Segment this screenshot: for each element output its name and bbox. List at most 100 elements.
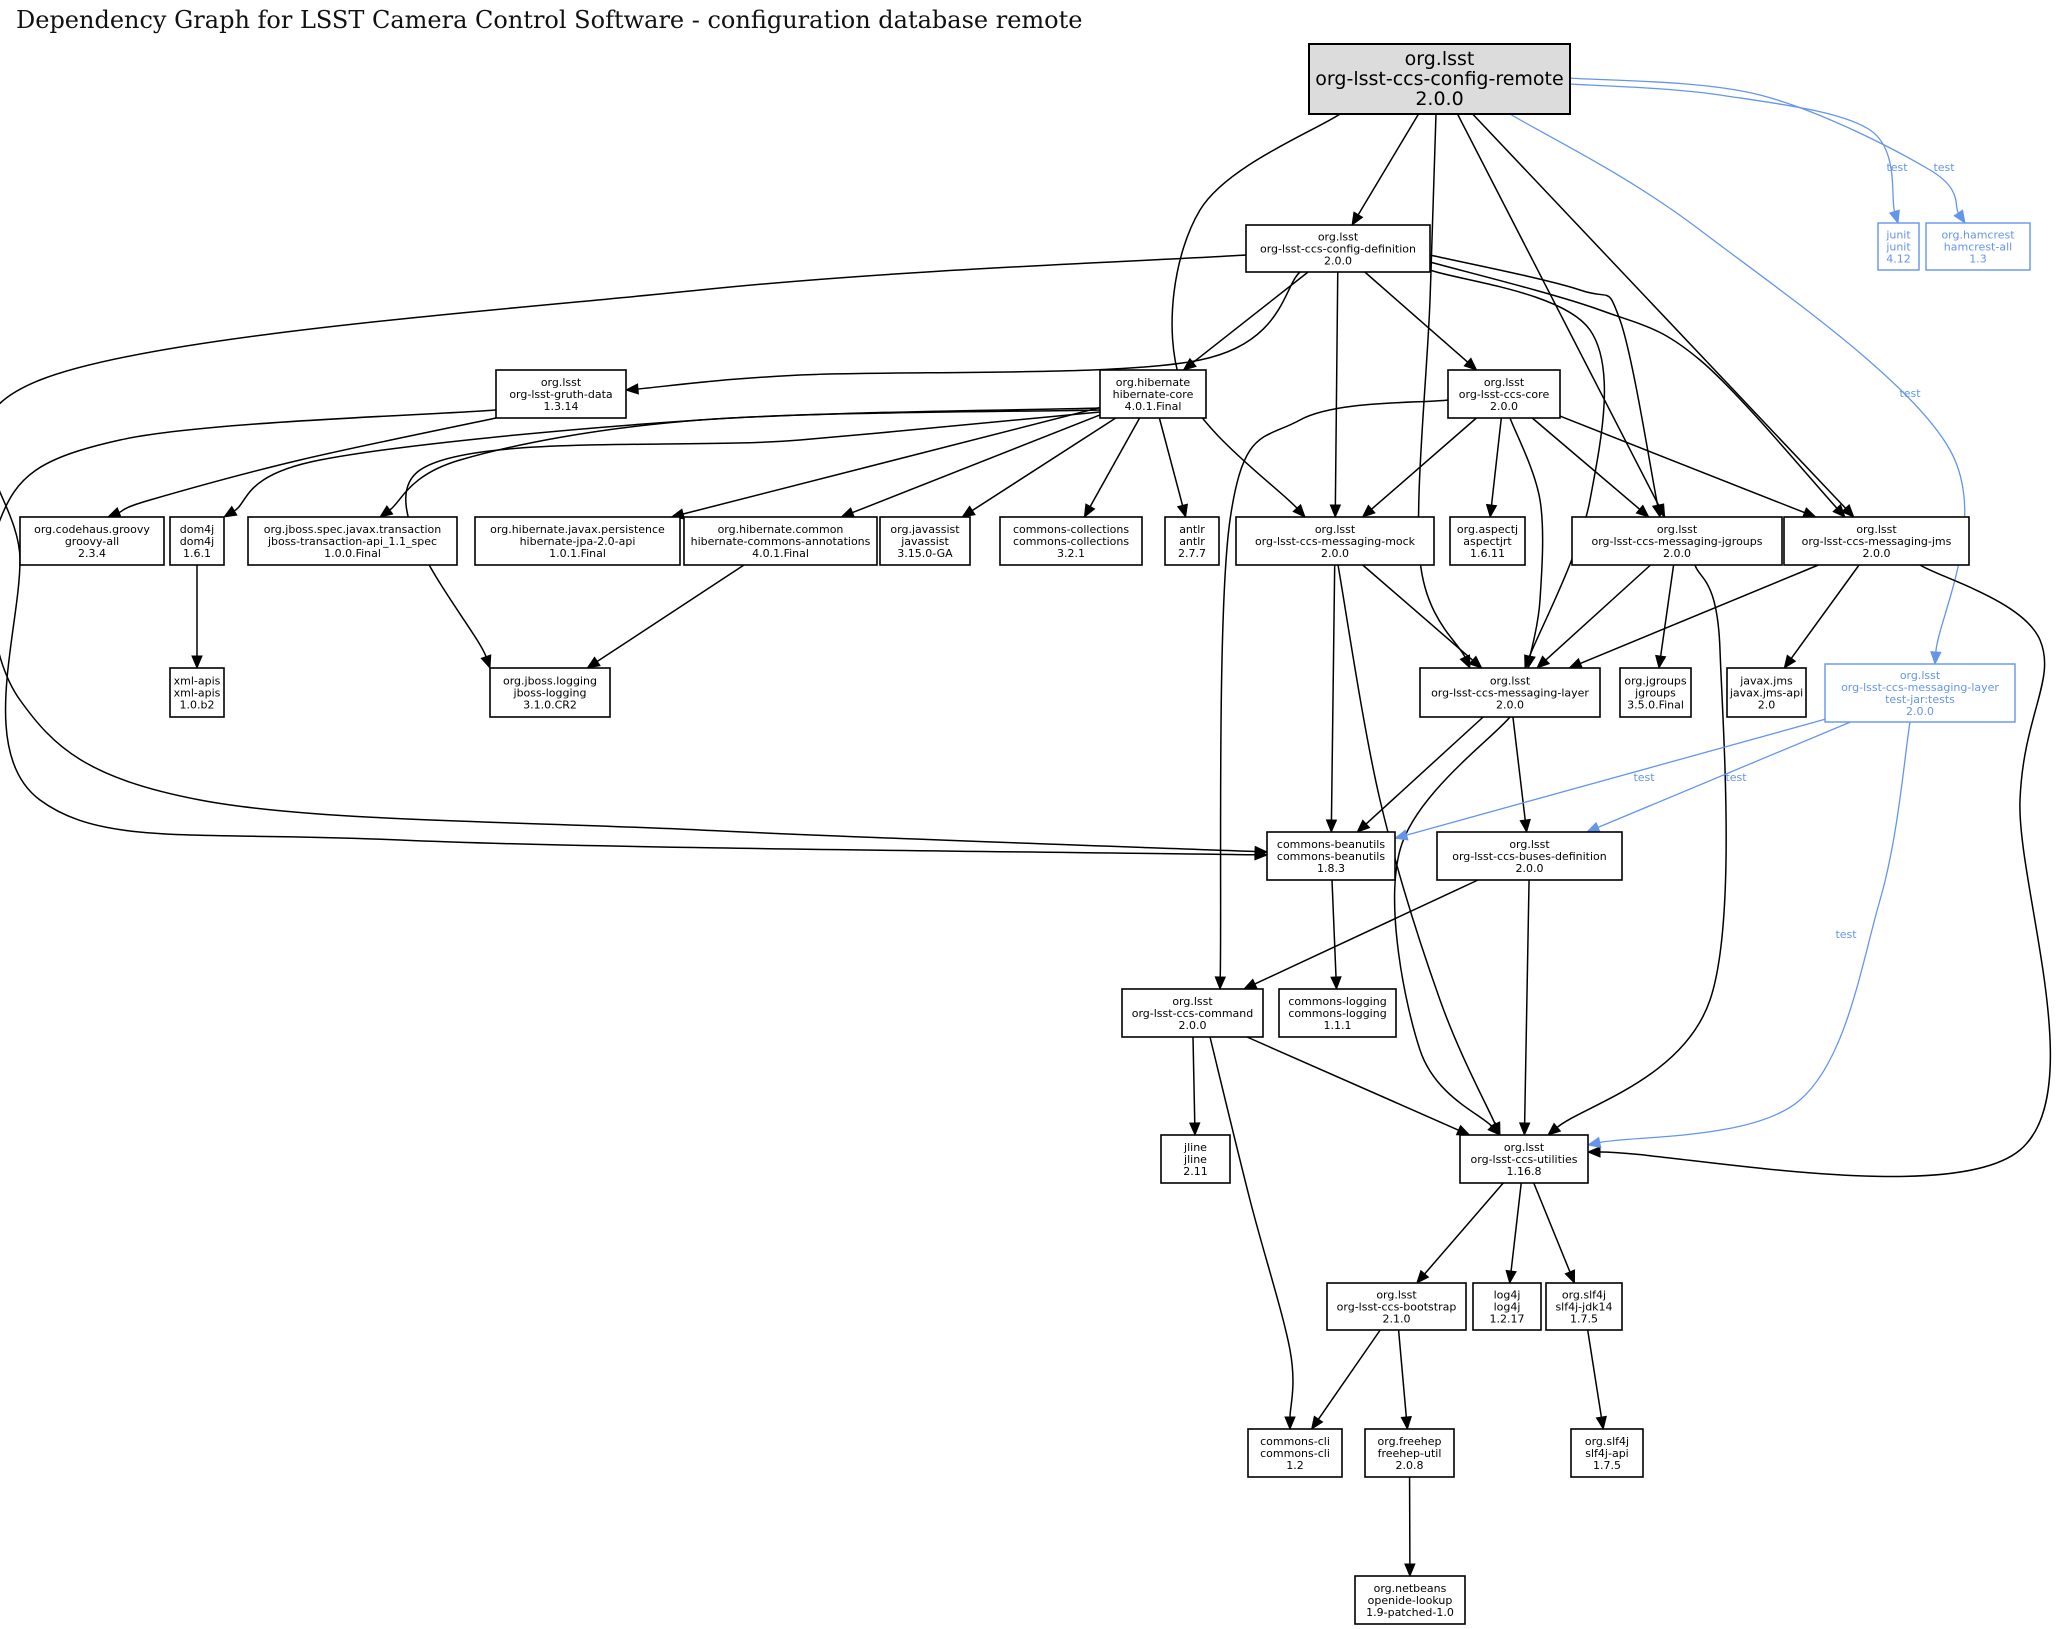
edge-ccs-core-to-aspectjrt: [1485, 417, 1503, 519]
node-version-label: 2.0.0: [1415, 88, 1463, 110]
edge-line: [1424, 1182, 1504, 1275]
edge-line: [1545, 564, 1652, 661]
node-artifact-label: dom4j: [180, 535, 214, 548]
arrowhead-icon: [840, 507, 856, 518]
node-config-definition[interactable]: org.lsstorg-lsst-ccs-config-definition2.…: [1245, 224, 1431, 273]
node-box: [1247, 1428, 1343, 1478]
edge-ccs-core-to-messaging-jgroups: [1531, 417, 1650, 518]
arrowhead-icon: [624, 383, 639, 395]
node-group-label: org.codehaus.groovy: [34, 523, 150, 536]
edge-line: [1580, 564, 1819, 665]
node-box: [474, 516, 681, 566]
arrowhead-icon: [1585, 821, 1601, 833]
node-box: [19, 516, 165, 566]
node-artifact-label: aspectjrt: [1463, 535, 1512, 548]
edge-buses-definition-to-ccs-utilities: [1518, 879, 1531, 1137]
node-box: [169, 516, 225, 566]
edge-line: [1523, 879, 1530, 1124]
arrowhead-icon: [1400, 1416, 1412, 1431]
arrowhead-icon: [1930, 651, 1942, 666]
node-group-label: org.aspectj: [1457, 523, 1518, 536]
edge-line: [1429, 261, 1838, 509]
node-messaging-layer[interactable]: org.lsstorg-lsst-ccs-messaging-layer2.0.…: [1419, 667, 1601, 718]
edge-scope-label: test: [1835, 928, 1857, 941]
arrowhead-icon: [1518, 1122, 1531, 1137]
node-group-label: org.lsst: [1504, 1141, 1545, 1154]
edge-scope-label: test: [1886, 161, 1908, 174]
node-artifact-label: commons-collections: [1013, 535, 1129, 548]
edge-scope-label: test: [1633, 771, 1655, 784]
node-box: [247, 516, 458, 566]
node-group-label: org.hibernate.common: [718, 523, 844, 536]
arrowhead-icon: [1783, 654, 1797, 670]
node-group-label: org.freehep: [1378, 1435, 1442, 1448]
node-version-label: 1.8.3: [1317, 862, 1345, 875]
edge-line: [971, 417, 1117, 512]
node-commons-collections[interactable]: commons-collectionscommons-collections3.…: [999, 516, 1143, 566]
node-hibernate-commons-annotations[interactable]: org.hibernate.commonhibernate-commons-an…: [683, 516, 878, 566]
edge-line: [1569, 77, 1959, 214]
node-artifact-label: slf4j-api: [1585, 1447, 1628, 1460]
node-openide-lookup[interactable]: org.netbeansopenide-lookup1.9-patched-1.…: [1354, 1575, 1466, 1625]
edge-freehep-util-to-openide-lookup: [1404, 1476, 1416, 1578]
node-group-label: dom4j: [180, 523, 214, 536]
edge-line: [1364, 271, 1469, 363]
node-messaging-jgroups[interactable]: org.lsstorg-lsst-ccs-messaging-jgroups2.…: [1571, 516, 1783, 566]
node-group-label: commons-logging: [1288, 995, 1386, 1008]
node-box: [1726, 667, 1807, 718]
node-artifact-label: jline: [1183, 1153, 1207, 1166]
node-buses-definition[interactable]: org.lsstorg-lsst-ccs-buses-definition2.0…: [1436, 831, 1623, 881]
node-group-label: jline: [1183, 1141, 1207, 1154]
node-version-label: 3.5.0.Final: [1627, 699, 1684, 712]
node-group-label: org.lsst: [1856, 523, 1897, 536]
edge-scope-label: test: [1899, 387, 1921, 400]
arrowhead-icon: [1083, 503, 1096, 519]
node-messaging-layer-tests[interactable]: org.lsstorg-lsst-ccs-messaging-layertest…: [1824, 663, 2016, 723]
edge-ccs-bootstrap-to-freehep-util: [1397, 1329, 1412, 1431]
arrowhead-icon: [1953, 209, 1966, 225]
edge-ccs-utilities-to-slf4j-jdk14: [1533, 1182, 1576, 1285]
arrowhead-icon: [222, 505, 238, 518]
arrowhead-icon: [1455, 1124, 1471, 1136]
node-hibernate-jpa[interactable]: org.hibernate.javax.persistencehibernate…: [474, 516, 681, 566]
edge-line: [1371, 417, 1477, 510]
node-group-label: commons-cli: [1260, 1435, 1330, 1448]
node-box: [1570, 1428, 1644, 1478]
edge-line: [1509, 113, 1966, 653]
node-jboss-transaction[interactable]: org.jboss.spec.javax.transactionjboss-tr…: [247, 516, 458, 566]
node-box: [1877, 222, 1920, 271]
node-group-label: org.lsst: [541, 376, 582, 389]
node-artifact-label: commons-cli: [1260, 1447, 1330, 1460]
arrowhead-icon: [1547, 1122, 1562, 1136]
arrowhead-icon: [1189, 1122, 1201, 1137]
